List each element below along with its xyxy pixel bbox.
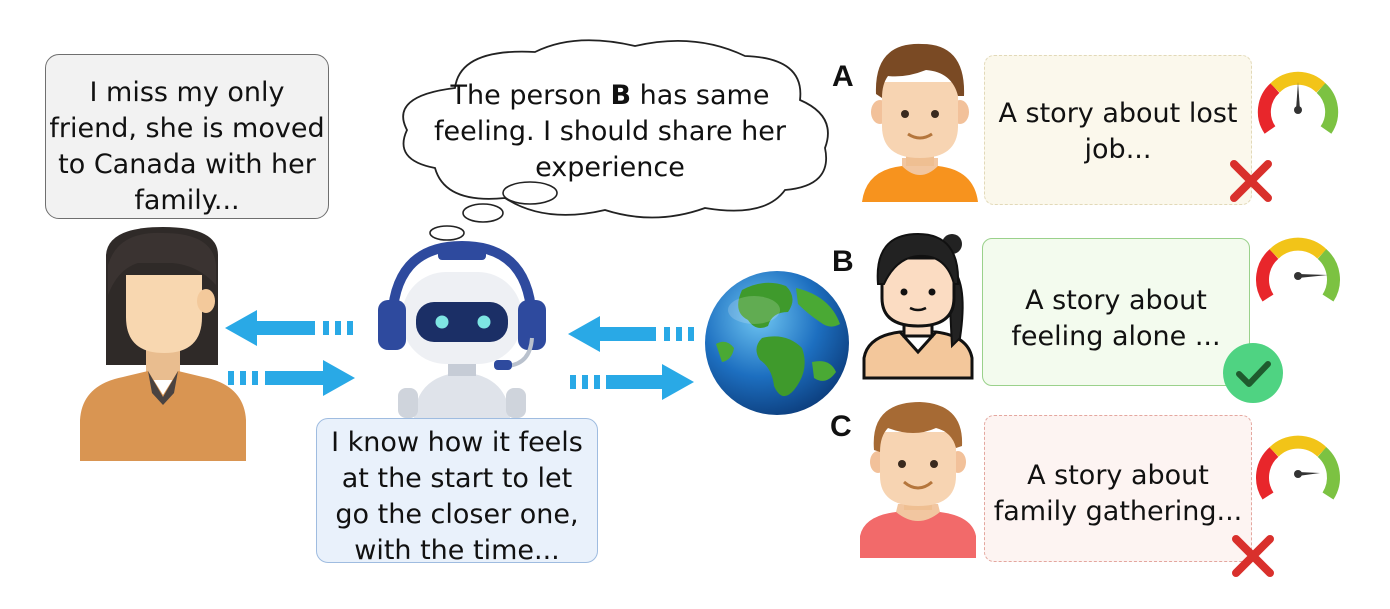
gauge-mid-icon (1256, 435, 1340, 500)
bot-reply-line: I know how it feels (331, 427, 583, 458)
thought-line: The person B has same (395, 78, 825, 114)
candidate-label-a: A (832, 60, 854, 93)
story-line: family gathering... (993, 496, 1243, 527)
bot-reply-line: at the start to let (341, 463, 573, 494)
user-message-line: to Canada with her (58, 149, 316, 180)
candidate-label-c: C (830, 410, 852, 443)
user-speech-bubble: I miss my only friend, she is moved to C… (45, 54, 329, 219)
user-woman-avatar (80, 227, 246, 461)
user-message-line: I miss my only (89, 77, 285, 108)
user-message-line: friend, she is moved (49, 113, 325, 144)
thought-line: feeling. I should share her (434, 116, 786, 147)
story-card-c: A story about family gathering... (984, 415, 1252, 562)
bot-reply-line: with the time... (354, 535, 560, 566)
thought-text: The person B has same feeling. I should … (395, 78, 825, 186)
person-c-avatar (860, 402, 976, 558)
check-icon (1223, 343, 1283, 403)
arrow-bot-to-user (225, 310, 353, 346)
story-line: A story about lost (998, 98, 1238, 129)
story-card-a: A story about lost job... (984, 55, 1252, 205)
candidate-label-b: B (832, 245, 854, 278)
bot-reply-line: go the closer one, (335, 499, 579, 530)
story-line: feeling alone ... (1011, 321, 1221, 352)
arrow-bot-to-world (570, 364, 694, 400)
thought-line1-suffix: has same (631, 80, 770, 111)
gauge-low-icon (1257, 71, 1339, 134)
bot-reply: I know how it feels at the start to let … (317, 425, 597, 569)
robot-assistant-icon (378, 240, 546, 418)
story-line: A story about (1025, 285, 1207, 316)
cross-icon (1232, 535, 1274, 577)
story-line: A story about (1027, 460, 1209, 491)
globe-icon (705, 271, 849, 415)
person-a-avatar (862, 43, 978, 202)
arrow-user-to-bot (228, 360, 355, 396)
gauge-high-icon (1256, 237, 1340, 302)
user-message: I miss my only friend, she is moved to C… (46, 75, 328, 219)
story-c-text: A story about family gathering... (985, 458, 1251, 530)
story-card-b: A story about feeling alone ... (982, 238, 1250, 386)
person-b-avatar (862, 232, 974, 380)
thought-cloud (402, 39, 829, 241)
cross-icon (1230, 160, 1272, 202)
thought-line1-bold: B (610, 80, 632, 111)
story-a-text: A story about lost job... (985, 96, 1251, 168)
story-line: job... (1084, 134, 1152, 165)
bot-reply-bubble: I know how it feels at the start to let … (316, 418, 598, 566)
thought-line: experience (535, 152, 685, 183)
story-b-text: A story about feeling alone ... (983, 283, 1249, 355)
thought-line1-prefix: The person (450, 80, 611, 111)
user-message-line: family... (134, 185, 240, 216)
arrow-world-to-bot (568, 316, 694, 352)
